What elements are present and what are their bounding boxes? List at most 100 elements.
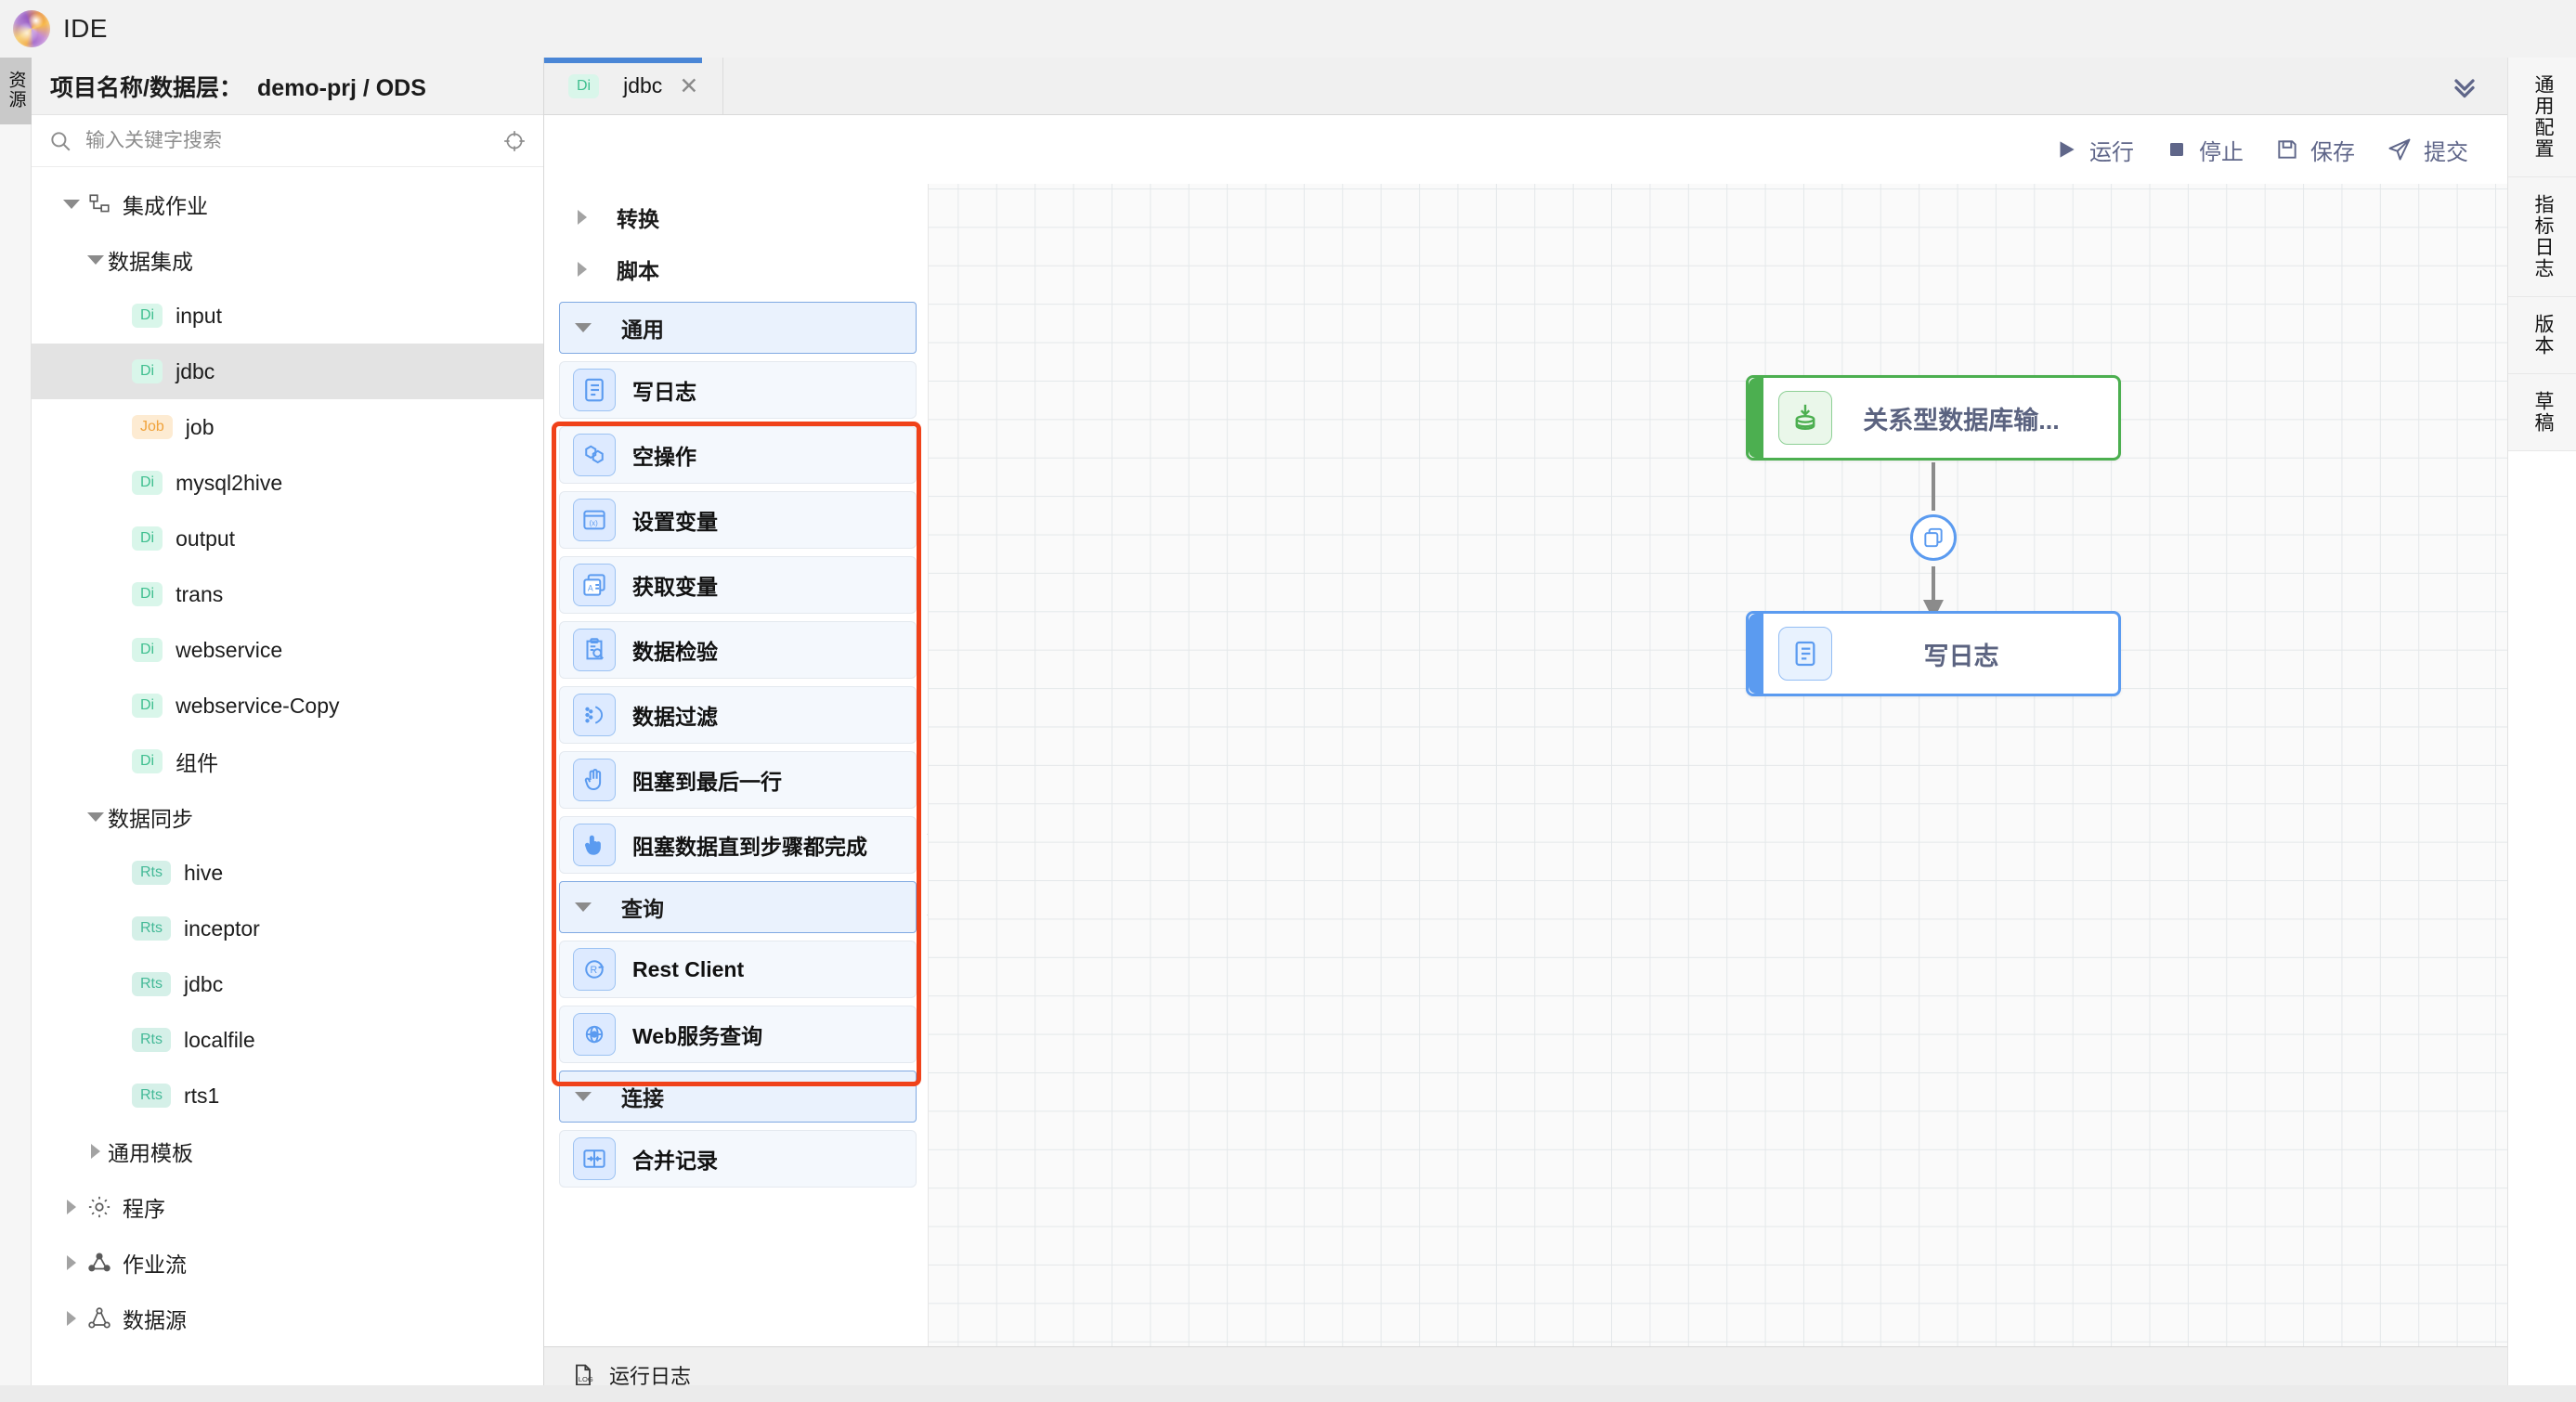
palette-group-连接[interactable]: 连接 <box>559 1071 917 1123</box>
merge-records-icon <box>573 1137 616 1180</box>
tree-item-数据源[interactable]: 数据源 <box>32 1291 543 1346</box>
rail-tab-resources[interactable]: 资源 <box>0 58 32 124</box>
chevron-right-icon[interactable] <box>59 1251 84 1275</box>
tree-item-label: 组件 <box>176 751 219 775</box>
flow-icon <box>84 1250 115 1276</box>
palette-item-空操作[interactable]: 空操作 <box>559 426 917 484</box>
tree-item-label: job <box>185 414 215 439</box>
tabbar-spacer <box>723 58 2422 114</box>
palette-item-数据过滤[interactable]: 数据过滤 <box>559 686 917 744</box>
node-accent <box>1749 378 1763 458</box>
double-chevron-down-icon[interactable] <box>2422 58 2507 114</box>
chevron-right-icon[interactable] <box>84 1139 108 1163</box>
node-relational-db-input[interactable]: 关系型数据库输... <box>1746 375 2121 461</box>
palette-item-阻塞数据直到步骤都完成[interactable]: 阻塞数据直到步骤都完成 <box>559 816 917 874</box>
palette-item-label: 合并记录 <box>632 1149 718 1173</box>
save-label: 保存 <box>2310 139 2355 165</box>
right-rail-tab-指标日志[interactable]: 指标日志 <box>2508 177 2576 297</box>
chevron-right-icon[interactable] <box>59 1306 84 1331</box>
explorer-search-bar[interactable] <box>32 115 543 167</box>
stop-button[interactable]: 停止 <box>2166 134 2244 166</box>
editor-area: Di jdbc ✕ 运行 停止 <box>544 58 2507 1402</box>
tree-item-label: trans <box>176 581 224 606</box>
tree-item-badge: Rts <box>132 916 171 941</box>
tree-item-数据同步[interactable]: 数据同步 <box>32 789 543 845</box>
palette-item-label: 数据检验 <box>632 640 718 664</box>
palette-item-阻塞到最后一行[interactable]: 阻塞到最后一行 <box>559 751 917 809</box>
chevron-right-icon[interactable] <box>570 257 594 281</box>
tree-item-label: jdbc <box>184 971 224 996</box>
chevron-down-icon[interactable] <box>59 192 84 216</box>
tree-item-通用模板[interactable]: 通用模板 <box>32 1123 543 1179</box>
palette-item-Rest Client[interactable]: R Rest Client <box>559 941 917 998</box>
palette-group-通用[interactable]: 通用 <box>559 302 917 354</box>
right-rail-tab-草稿[interactable]: 草稿 <box>2508 374 2576 451</box>
palette-item-label: 阻塞到最后一行 <box>632 770 782 794</box>
palette-item-设置变量[interactable]: (x)设置变量 <box>559 491 917 549</box>
left-rail: 资源 <box>0 58 32 1402</box>
chevron-down-icon[interactable] <box>84 248 108 272</box>
set-variable-icon: (x) <box>573 499 616 541</box>
editor-toolbar: 运行 停止 保存 <box>544 115 2507 184</box>
tree-item-badge: Rts <box>132 861 171 885</box>
chevron-down-icon[interactable] <box>571 895 595 919</box>
palette-item-label: 阻塞数据直到步骤都完成 <box>632 835 867 859</box>
close-icon[interactable]: ✕ <box>679 72 699 99</box>
palette-item-合并记录[interactable]: 合并记录 <box>559 1130 917 1188</box>
tree-item-程序[interactable]: 程序 <box>32 1179 543 1235</box>
flow-edges <box>1923 462 1944 620</box>
gear-icon <box>84 1194 115 1220</box>
tree-item-数据集成[interactable]: 数据集成 <box>32 232 543 288</box>
chevron-left-icon[interactable]: ‹ <box>927 834 928 915</box>
palette-group-查询[interactable]: 查询 <box>559 881 917 933</box>
chevron-down-icon[interactable] <box>571 1084 595 1109</box>
node-write-log[interactable]: 写日志 <box>1746 611 2121 696</box>
svg-text:R: R <box>591 965 598 976</box>
run-button[interactable]: 运行 <box>2054 134 2134 166</box>
palette-item-Web服务查询[interactable]: Web服务查询 <box>559 1006 917 1063</box>
chevron-down-icon[interactable] <box>571 316 595 340</box>
chevron-right-icon[interactable] <box>570 205 594 229</box>
tree-item-集成作业[interactable]: 集成作业 <box>32 176 543 232</box>
save-icon <box>2275 137 2299 162</box>
palette-item-label: 数据过滤 <box>632 705 718 729</box>
tree-item-badge: Rts <box>132 1028 171 1052</box>
search-input[interactable] <box>85 129 489 152</box>
svg-text:(x): (x) <box>590 519 599 527</box>
copy-rows-icon[interactable] <box>1910 514 1957 561</box>
chevron-down-icon[interactable] <box>84 805 108 829</box>
crosshair-icon[interactable] <box>502 129 527 153</box>
palette-group-脚本[interactable]: 脚本 <box>544 243 928 295</box>
palette-item-数据检验[interactable]: 数据检验 <box>559 621 917 679</box>
palette-item-label: Rest Client <box>632 956 745 981</box>
flow-canvas[interactable]: 关系型数据库输... 写日志 <box>929 184 2507 1346</box>
chevron-right-icon[interactable] <box>59 1195 84 1219</box>
tree-item-label: rts1 <box>184 1083 220 1108</box>
tab-jdbc[interactable]: Di jdbc ✕ <box>544 58 724 114</box>
right-rail-tab-通用配置[interactable]: 通用配置 <box>2508 58 2576 177</box>
palette-group-转换[interactable]: 转换 <box>544 191 928 243</box>
palette-item-写日志[interactable]: 写日志 <box>559 361 917 419</box>
save-button[interactable]: 保存 <box>2275 134 2355 166</box>
submit-button[interactable]: 提交 <box>2387 134 2468 166</box>
tree-item-label: 通用模板 <box>108 1141 193 1165</box>
rest-client-icon: R <box>573 948 616 991</box>
tree-item-label: 数据源 <box>123 1308 187 1332</box>
tree-item-作业流[interactable]: 作业流 <box>32 1235 543 1291</box>
right-rail-tab-版本[interactable]: 版本 <box>2508 297 2576 374</box>
